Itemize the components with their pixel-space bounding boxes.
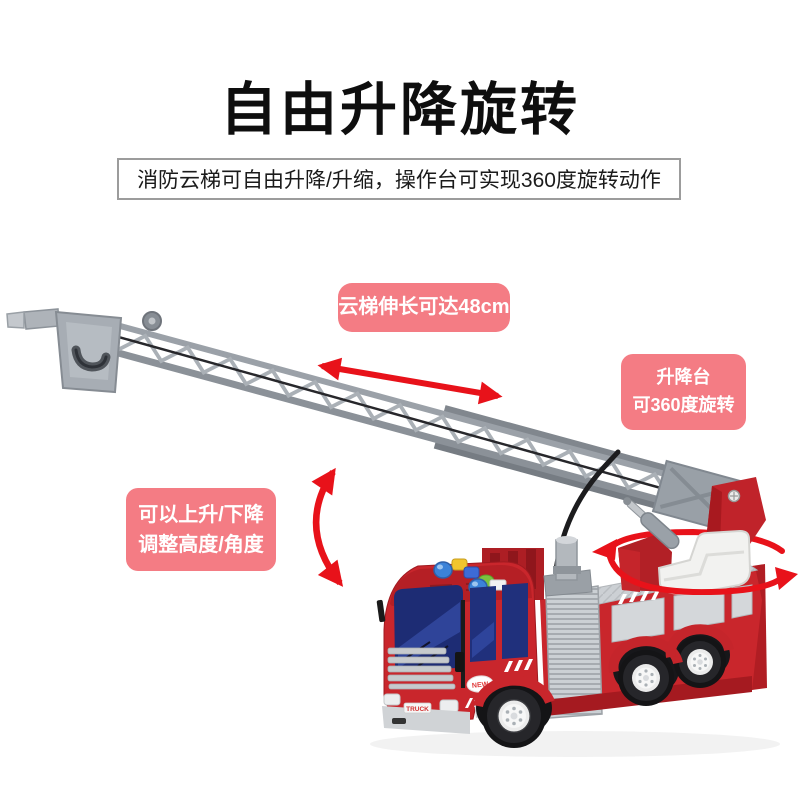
callout-platform-rotation-line2: 可360度旋转 (632, 395, 735, 415)
subtitle-box: 消防云梯可自由升降/升缩，操作台可实现360度旋转动作 (117, 158, 681, 200)
rear-wheel (618, 650, 674, 706)
side-window (502, 583, 528, 659)
water-nozzle-tip (6, 311, 25, 329)
new-badge-text: NEW (472, 681, 489, 690)
rotate-arrow-right-head (775, 567, 798, 590)
callout-lift-adjust: 可以上升/下降 调整高度/角度 (126, 488, 276, 571)
front-wheel (482, 684, 546, 748)
water-cannon (543, 536, 593, 597)
ladder-cable (111, 334, 718, 505)
callout-ladder-length-text: 云梯伸长可达48cm (338, 296, 510, 318)
callout-ladder-length: 云梯伸长可达48cm (338, 283, 510, 332)
wheels (473, 624, 734, 748)
aerial-bucket (6, 308, 162, 394)
front-grille (387, 647, 456, 690)
front-plate-text: TRUCK (406, 706, 429, 713)
lift-arrow-icon (311, 467, 344, 587)
rotate-arrow-left-head (592, 539, 617, 560)
mirror-arm (461, 600, 465, 688)
mirror-head (455, 652, 464, 672)
rear-wheel (674, 636, 726, 688)
hydraulic-cylinder (623, 497, 680, 550)
callout-lift-adjust-line2: 调整高度/角度 (138, 533, 264, 556)
callout-lift-adjust-line1: 可以上升/下降 (138, 503, 264, 526)
hazard-stripes-body (618, 590, 660, 604)
front-bumper (382, 706, 470, 734)
callout-platform-rotation: 升降台 可360度旋转 (621, 354, 746, 430)
headlight (383, 693, 401, 706)
beacon-light (433, 561, 453, 579)
ladder-assembly (6, 308, 749, 535)
page-title: 自由升降旋转 (220, 78, 580, 142)
extend-arrow-icon (317, 357, 503, 405)
callout-platform-rotation-line1: 升降台 (656, 367, 711, 388)
floor-shadow (370, 731, 780, 757)
rotate-arrow-back-icon (607, 528, 785, 554)
front-plate (403, 702, 432, 714)
rotate-arrow-icon (607, 554, 798, 596)
